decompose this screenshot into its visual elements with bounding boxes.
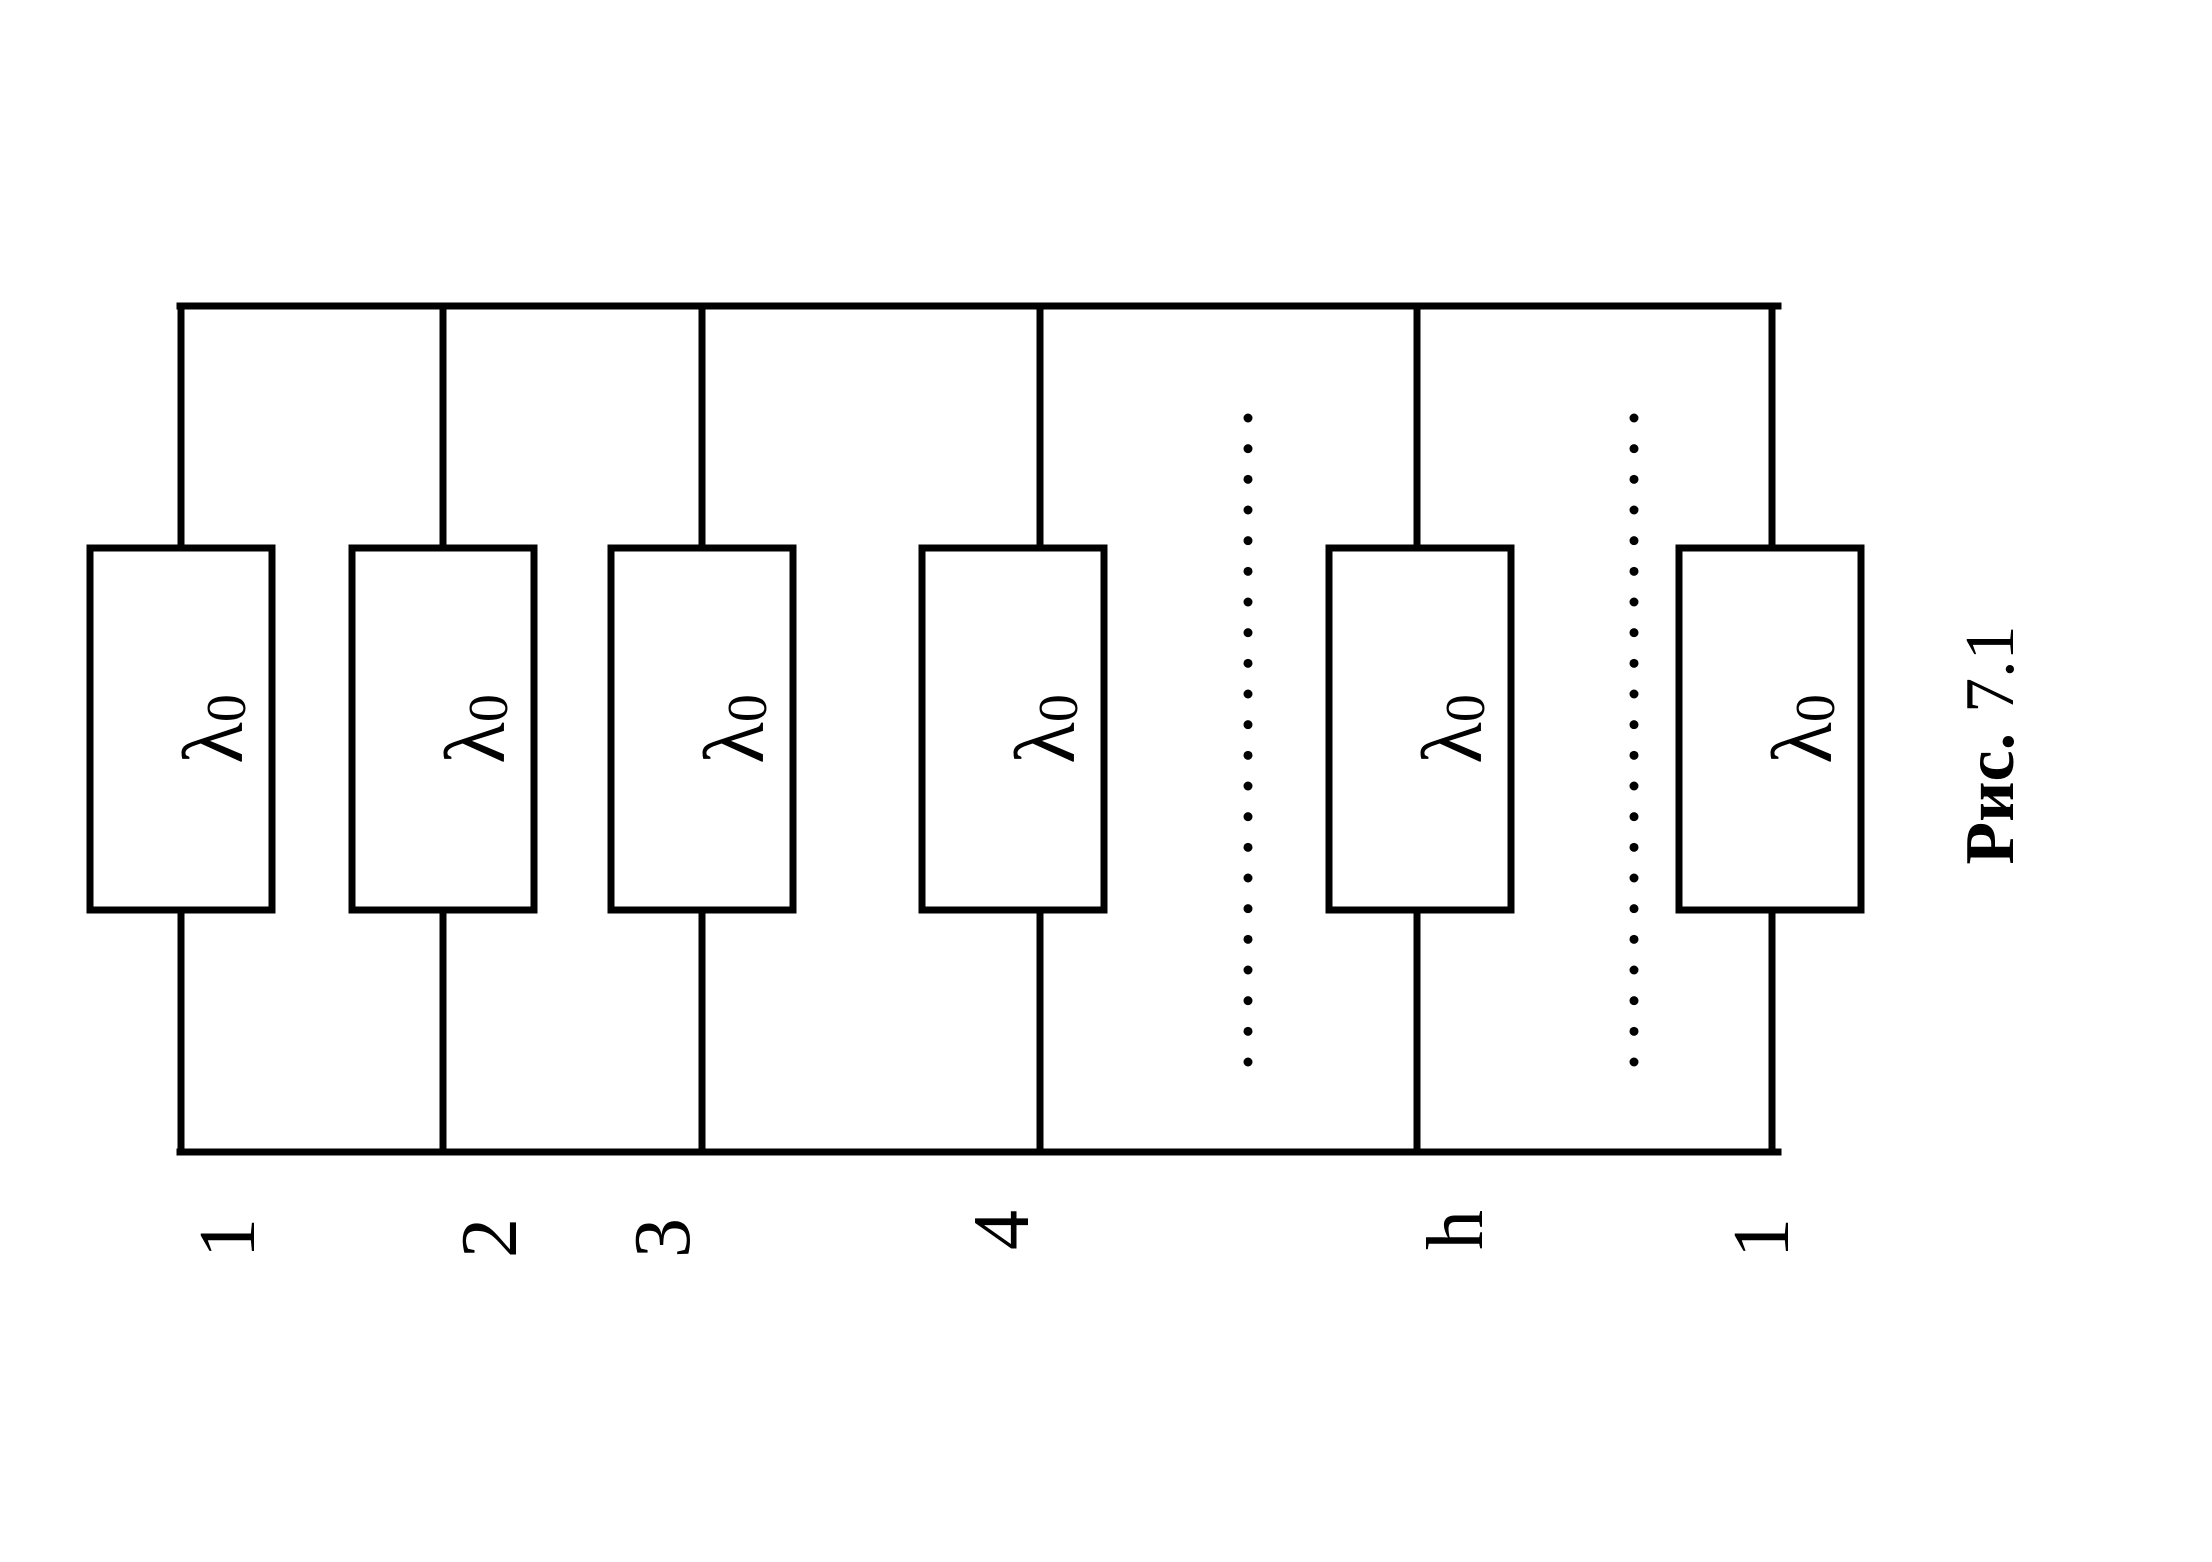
ellipsis-dot [1243,842,1253,852]
element-number-label: h [1412,1210,1500,1250]
ellipsis-dot [1243,566,1253,576]
ellipsis-dot [1629,996,1639,1006]
branch-4: λ0 4 [918,302,1108,1250]
ellipsis-dot [1243,474,1253,484]
ellipsis-dot [1629,781,1639,791]
ellipsis-dot [1629,904,1639,914]
ellipsis-dot [1243,413,1253,423]
element-label: λ0 [1754,694,1850,764]
ellipsis-dot [1243,750,1253,760]
ellipsis-dot [1629,597,1639,607]
element-box [1675,544,1865,914]
ellipsis-dot [1243,996,1253,1006]
lambda-subscript: 0 [1028,694,1090,722]
lambda-symbol: λ [686,722,782,764]
ellipsis-dot [1629,628,1639,638]
element-label: λ0 [686,694,782,764]
lambda-symbol: λ [165,722,261,764]
element-number-label: 1 [1718,1218,1806,1258]
ellipsis-dot [1629,812,1639,822]
ellipsis-dot [1629,1026,1639,1036]
element-number-label: 2 [446,1218,534,1258]
branch-last: λ0 1 [1675,302,1865,1258]
ellipsis-dot [1243,904,1253,914]
element-box [1325,544,1515,914]
element-box [918,544,1108,914]
branch-2: λ0 2 [348,302,538,1258]
ellipsis-dot [1629,658,1639,668]
ellipsis-separator [1629,413,1639,1067]
lambda-subscript: 0 [1435,694,1497,722]
ellipsis-dot [1629,720,1639,730]
lambda-subscript: 0 [1785,694,1847,722]
branch-h: λ0 h [1325,302,1515,1250]
element-number-label: 4 [958,1210,1046,1250]
element-number-label: 3 [619,1218,707,1258]
ellipsis-dot [1243,720,1253,730]
ellipsis-dot [1629,873,1639,883]
ellipsis-dot [1243,689,1253,699]
ellipsis-dot [1243,1057,1253,1067]
element-label: λ0 [1404,694,1500,764]
lambda-subscript: 0 [717,694,779,722]
lambda-symbol: λ [1754,722,1850,764]
branch-3: λ0 3 [607,302,797,1258]
ellipsis-dot [1629,842,1639,852]
element-number-label: 1 [184,1218,272,1258]
ellipsis-dot [1629,1057,1639,1067]
ellipsis-dot [1243,505,1253,515]
ellipsis-dot [1243,628,1253,638]
ellipsis-dot [1629,965,1639,975]
ellipsis-dot [1243,873,1253,883]
ellipsis-separator [1243,413,1253,1067]
ellipsis-dot [1629,505,1639,515]
ellipsis-dot [1629,934,1639,944]
element-label: λ0 [997,694,1093,764]
lambda-symbol: λ [427,722,523,764]
caption-prefix: Рис. [1952,733,2029,865]
ellipsis-dot [1243,1026,1253,1036]
caption-number: 7.1 [1952,625,2029,713]
ellipsis-dot [1629,413,1639,423]
ellipsis-dot [1243,934,1253,944]
ellipsis-dot [1629,566,1639,576]
ellipsis-dot [1243,965,1253,975]
element-box [607,544,797,914]
ellipsis-dot [1629,536,1639,546]
element-label: λ0 [427,694,523,764]
element-box [348,544,538,914]
ellipsis-dot [1243,536,1253,546]
ellipsis-dot [1629,474,1639,484]
ellipsis-dot [1243,444,1253,454]
lambda-subscript: 0 [458,694,520,722]
ellipsis-dot [1629,750,1639,760]
figure-caption: Рис. 7.1 [1952,625,2029,864]
ellipsis-dot [1243,658,1253,668]
element-box [86,544,276,914]
ellipsis-dot [1629,444,1639,454]
ellipsis-dot [1243,781,1253,791]
lambda-subscript: 0 [196,694,258,722]
lambda-symbol: λ [997,722,1093,764]
ellipsis-dot [1243,597,1253,607]
element-label: λ0 [165,694,261,764]
lambda-symbol: λ [1404,722,1500,764]
branch-1: λ0 1 [86,302,276,1258]
ellipsis-dot [1629,689,1639,699]
ellipsis-dot [1243,812,1253,822]
